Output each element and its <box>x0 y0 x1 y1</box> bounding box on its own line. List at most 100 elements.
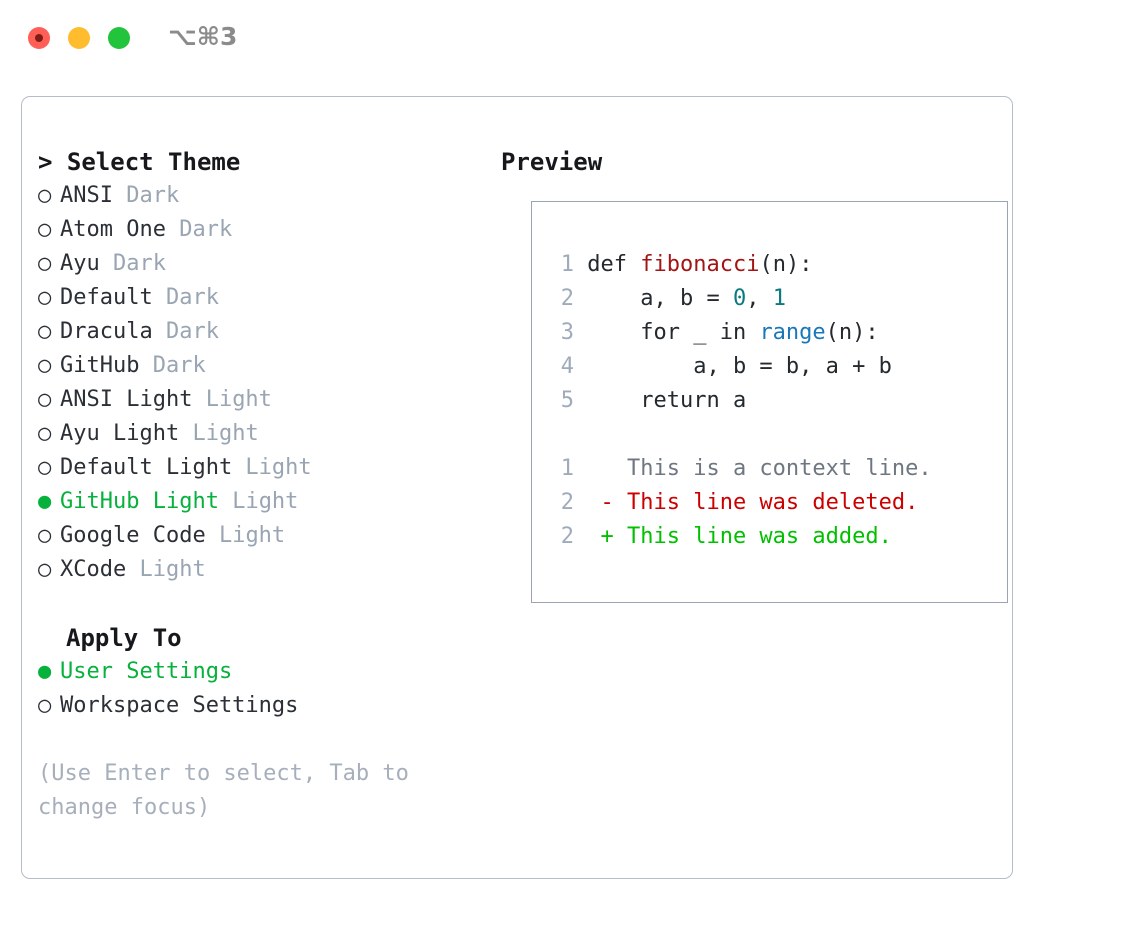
code-token: a, b = <box>587 286 733 311</box>
theme-option[interactable]: ○Default Light Light <box>38 451 478 485</box>
theme-option[interactable]: ○ Google Code Light <box>38 519 478 553</box>
line-number: 4 <box>560 354 574 379</box>
diff-line-number: 2 <box>560 524 574 549</box>
close-button[interactable] <box>28 27 50 49</box>
code-line: 1 def fibonacci(n): <box>552 248 932 282</box>
radio-selected-icon: ● <box>38 489 52 514</box>
code-token: for _ in <box>587 320 760 345</box>
apply-to-option[interactable]: ● User Settings <box>38 655 478 689</box>
radio-selected-icon: ● <box>38 659 52 684</box>
diff-marker: - <box>574 490 627 515</box>
theme-option[interactable]: ○Atom One Dark <box>38 213 478 247</box>
radio-unselected-icon: ○ <box>38 183 52 208</box>
theme-option[interactable]: ○ ANSI Dark <box>38 179 478 213</box>
theme-option-label: Atom One <box>60 217 166 242</box>
theme-option-label: ANSI <box>60 183 113 208</box>
theme-option-tag: Light <box>205 523 286 548</box>
diff-text: This line was added. <box>626 524 892 549</box>
code-token: a, b = b, a + b <box>587 354 892 379</box>
diff-line-number: 1 <box>560 456 574 481</box>
diff-line: 2 + This line was added. <box>552 520 932 554</box>
code-gap <box>574 286 587 311</box>
radio-unselected-icon: ○ <box>38 251 52 276</box>
apply-to-option-label: User Settings <box>60 659 233 684</box>
theme-option-tag: Dark <box>99 251 166 276</box>
theme-option-label: Dracula <box>60 319 153 344</box>
code-token: , <box>746 286 773 311</box>
theme-option-label: Default Light <box>60 455 233 480</box>
theme-option-label: GitHub <box>60 353 140 378</box>
code-token: def <box>587 252 641 277</box>
apply-to-option-label: Workspace Settings <box>60 693 299 718</box>
theme-option-label: Ayu <box>60 251 100 276</box>
apply-to-heading: Apply To <box>66 624 182 652</box>
code-gap <box>574 252 587 277</box>
theme-option[interactable]: ○ Dracula Dark <box>38 315 478 349</box>
theme-option[interactable]: ○Default Dark <box>38 281 478 315</box>
theme-option-label: Default <box>60 285 153 310</box>
code-line: 2 a, b = 0, 1 <box>552 282 932 316</box>
diff-line: 2 - This line was deleted. <box>552 486 932 520</box>
radio-unselected-icon: ○ <box>38 421 52 446</box>
preview-heading: Preview <box>501 148 603 176</box>
apply-to-list: ● User Settings ○ Workspace Settings <box>38 655 478 723</box>
code-blank-line <box>552 418 932 452</box>
theme-option-tag: Light <box>179 421 259 446</box>
code-token: 1 <box>772 286 786 311</box>
diff-marker <box>574 456 627 481</box>
theme-option-label: ANSI Light <box>60 387 193 412</box>
radio-unselected-icon: ○ <box>38 523 52 548</box>
theme-option-label: XCode <box>60 557 127 582</box>
code-token: (n): <box>825 320 879 345</box>
radio-unselected-icon: ○ <box>38 693 52 718</box>
radio-unselected-icon: ○ <box>38 353 52 378</box>
minimize-button[interactable] <box>68 27 90 49</box>
line-number: 1 <box>560 252 574 277</box>
window-controls <box>28 27 130 49</box>
code-line: 3 for _ in range(n): <box>552 316 932 350</box>
line-number: 3 <box>560 320 574 345</box>
theme-option[interactable]: ○XCode Light <box>38 553 478 587</box>
theme-option-tag: Dark <box>152 319 219 344</box>
theme-option[interactable]: ○ Ayu Light Light <box>38 417 478 451</box>
code-line: 5 return a <box>552 384 932 418</box>
keyboard-shortcut-label: ⌥⌘3 <box>168 22 238 51</box>
theme-option-label: Google Code <box>60 523 206 548</box>
radio-unselected-icon: ○ <box>38 387 52 412</box>
code-token: return a <box>587 388 747 413</box>
code-gap <box>574 320 587 345</box>
main-panel: > Select Theme ○ANSI Dark○Atom One Dark○… <box>21 96 1013 879</box>
theme-option-tag: Light <box>192 387 272 412</box>
radio-unselected-icon: ○ <box>38 285 52 310</box>
code-token: range <box>759 320 826 345</box>
select-theme-heading: > Select Theme <box>38 148 241 176</box>
apply-to-option[interactable]: ○ Workspace Settings <box>38 689 478 723</box>
theme-list: ○ANSI Dark○Atom One Dark○Ayu Dark○Defaul… <box>38 179 478 587</box>
code-token: 0 <box>732 286 747 311</box>
theme-option[interactable]: ○ ANSI Light Light <box>38 383 478 417</box>
radio-unselected-icon: ○ <box>38 557 52 582</box>
diff-line: 1 This is a context line. <box>552 452 932 486</box>
theme-selection-column: > Select Theme ○ANSI Dark○Atom One Dark○… <box>38 145 478 825</box>
radio-unselected-icon: ○ <box>38 319 52 344</box>
radio-unselected-icon: ○ <box>38 217 52 242</box>
code-token: fibonacci <box>640 252 760 277</box>
diff-text: This is a context line. <box>626 456 932 481</box>
theme-option[interactable]: ● GitHub Light Light <box>38 485 478 519</box>
theme-option-label: GitHub Light <box>60 489 219 514</box>
diff-marker: + <box>574 524 627 549</box>
line-number: 5 <box>560 388 574 413</box>
theme-option-label: Ayu Light <box>60 421 180 446</box>
diff-text: This line was deleted. <box>626 490 919 515</box>
code-token: (n): <box>759 252 813 277</box>
theme-option[interactable]: ○GitHub Dark <box>38 349 478 383</box>
maximize-button[interactable] <box>108 27 130 49</box>
theme-option-tag: Dark <box>112 183 180 208</box>
keyboard-hint-text: (Use Enter to select, Tab to change focu… <box>38 761 423 820</box>
theme-option[interactable]: ○ Ayu Dark <box>38 247 478 281</box>
theme-option-tag: Light <box>218 489 299 514</box>
diff-line-number: 2 <box>560 490 574 515</box>
